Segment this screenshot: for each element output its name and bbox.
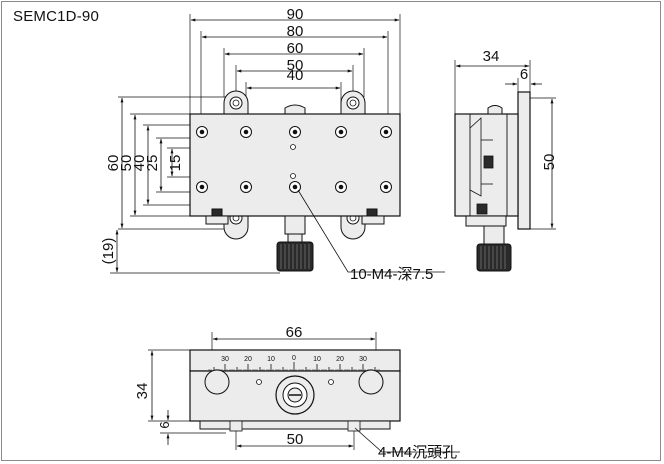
scale-label: 20 <box>336 356 344 363</box>
dim-66-label: 66 <box>286 324 303 341</box>
dim-25v-label: 25 <box>144 155 161 172</box>
dim-80-label: 80 <box>287 23 304 40</box>
scale-label: 0 <box>292 355 296 362</box>
side-view: 34 6 50 <box>454 48 558 272</box>
scale-label: 30 <box>359 356 367 363</box>
dim-34-front-label: 34 <box>134 383 151 400</box>
dim-60-label: 60 <box>287 40 304 57</box>
dim-34-side-label: 34 <box>483 48 500 65</box>
callout-10-m4: 10-M4-深7.5 <box>350 266 433 283</box>
model-title: SEMC1D-90 <box>13 8 99 25</box>
dim-50-front-label: 50 <box>287 431 304 448</box>
dim-90-label: 90 <box>287 6 304 23</box>
dim-50v-label: 50 <box>118 155 135 172</box>
dim-15v-label: 15 <box>167 155 184 172</box>
dim-6-front-label: 6 <box>157 421 172 428</box>
scale-label: 20 <box>244 356 252 363</box>
dim-50-side-label: 50 <box>541 154 558 171</box>
dim-50-label: 50 <box>287 57 304 74</box>
dim-6-side-label: 6 <box>520 66 528 83</box>
scale-label: 10 <box>313 356 321 363</box>
front-view: 66 34 6 50 <box>134 324 460 461</box>
dim-60v-label: 60 <box>105 155 122 172</box>
dim-40v-label: 40 <box>131 155 148 172</box>
top-view: 90 80 60 50 40 60 50 4 <box>100 6 445 283</box>
dim-19-label: (19) <box>100 238 117 265</box>
callout-4-m4: 4-M4沉頭孔 <box>378 444 457 461</box>
scale-label: 30 <box>221 356 229 363</box>
dim-40-label: 40 <box>287 67 304 84</box>
scale-label: 10 <box>267 356 275 363</box>
